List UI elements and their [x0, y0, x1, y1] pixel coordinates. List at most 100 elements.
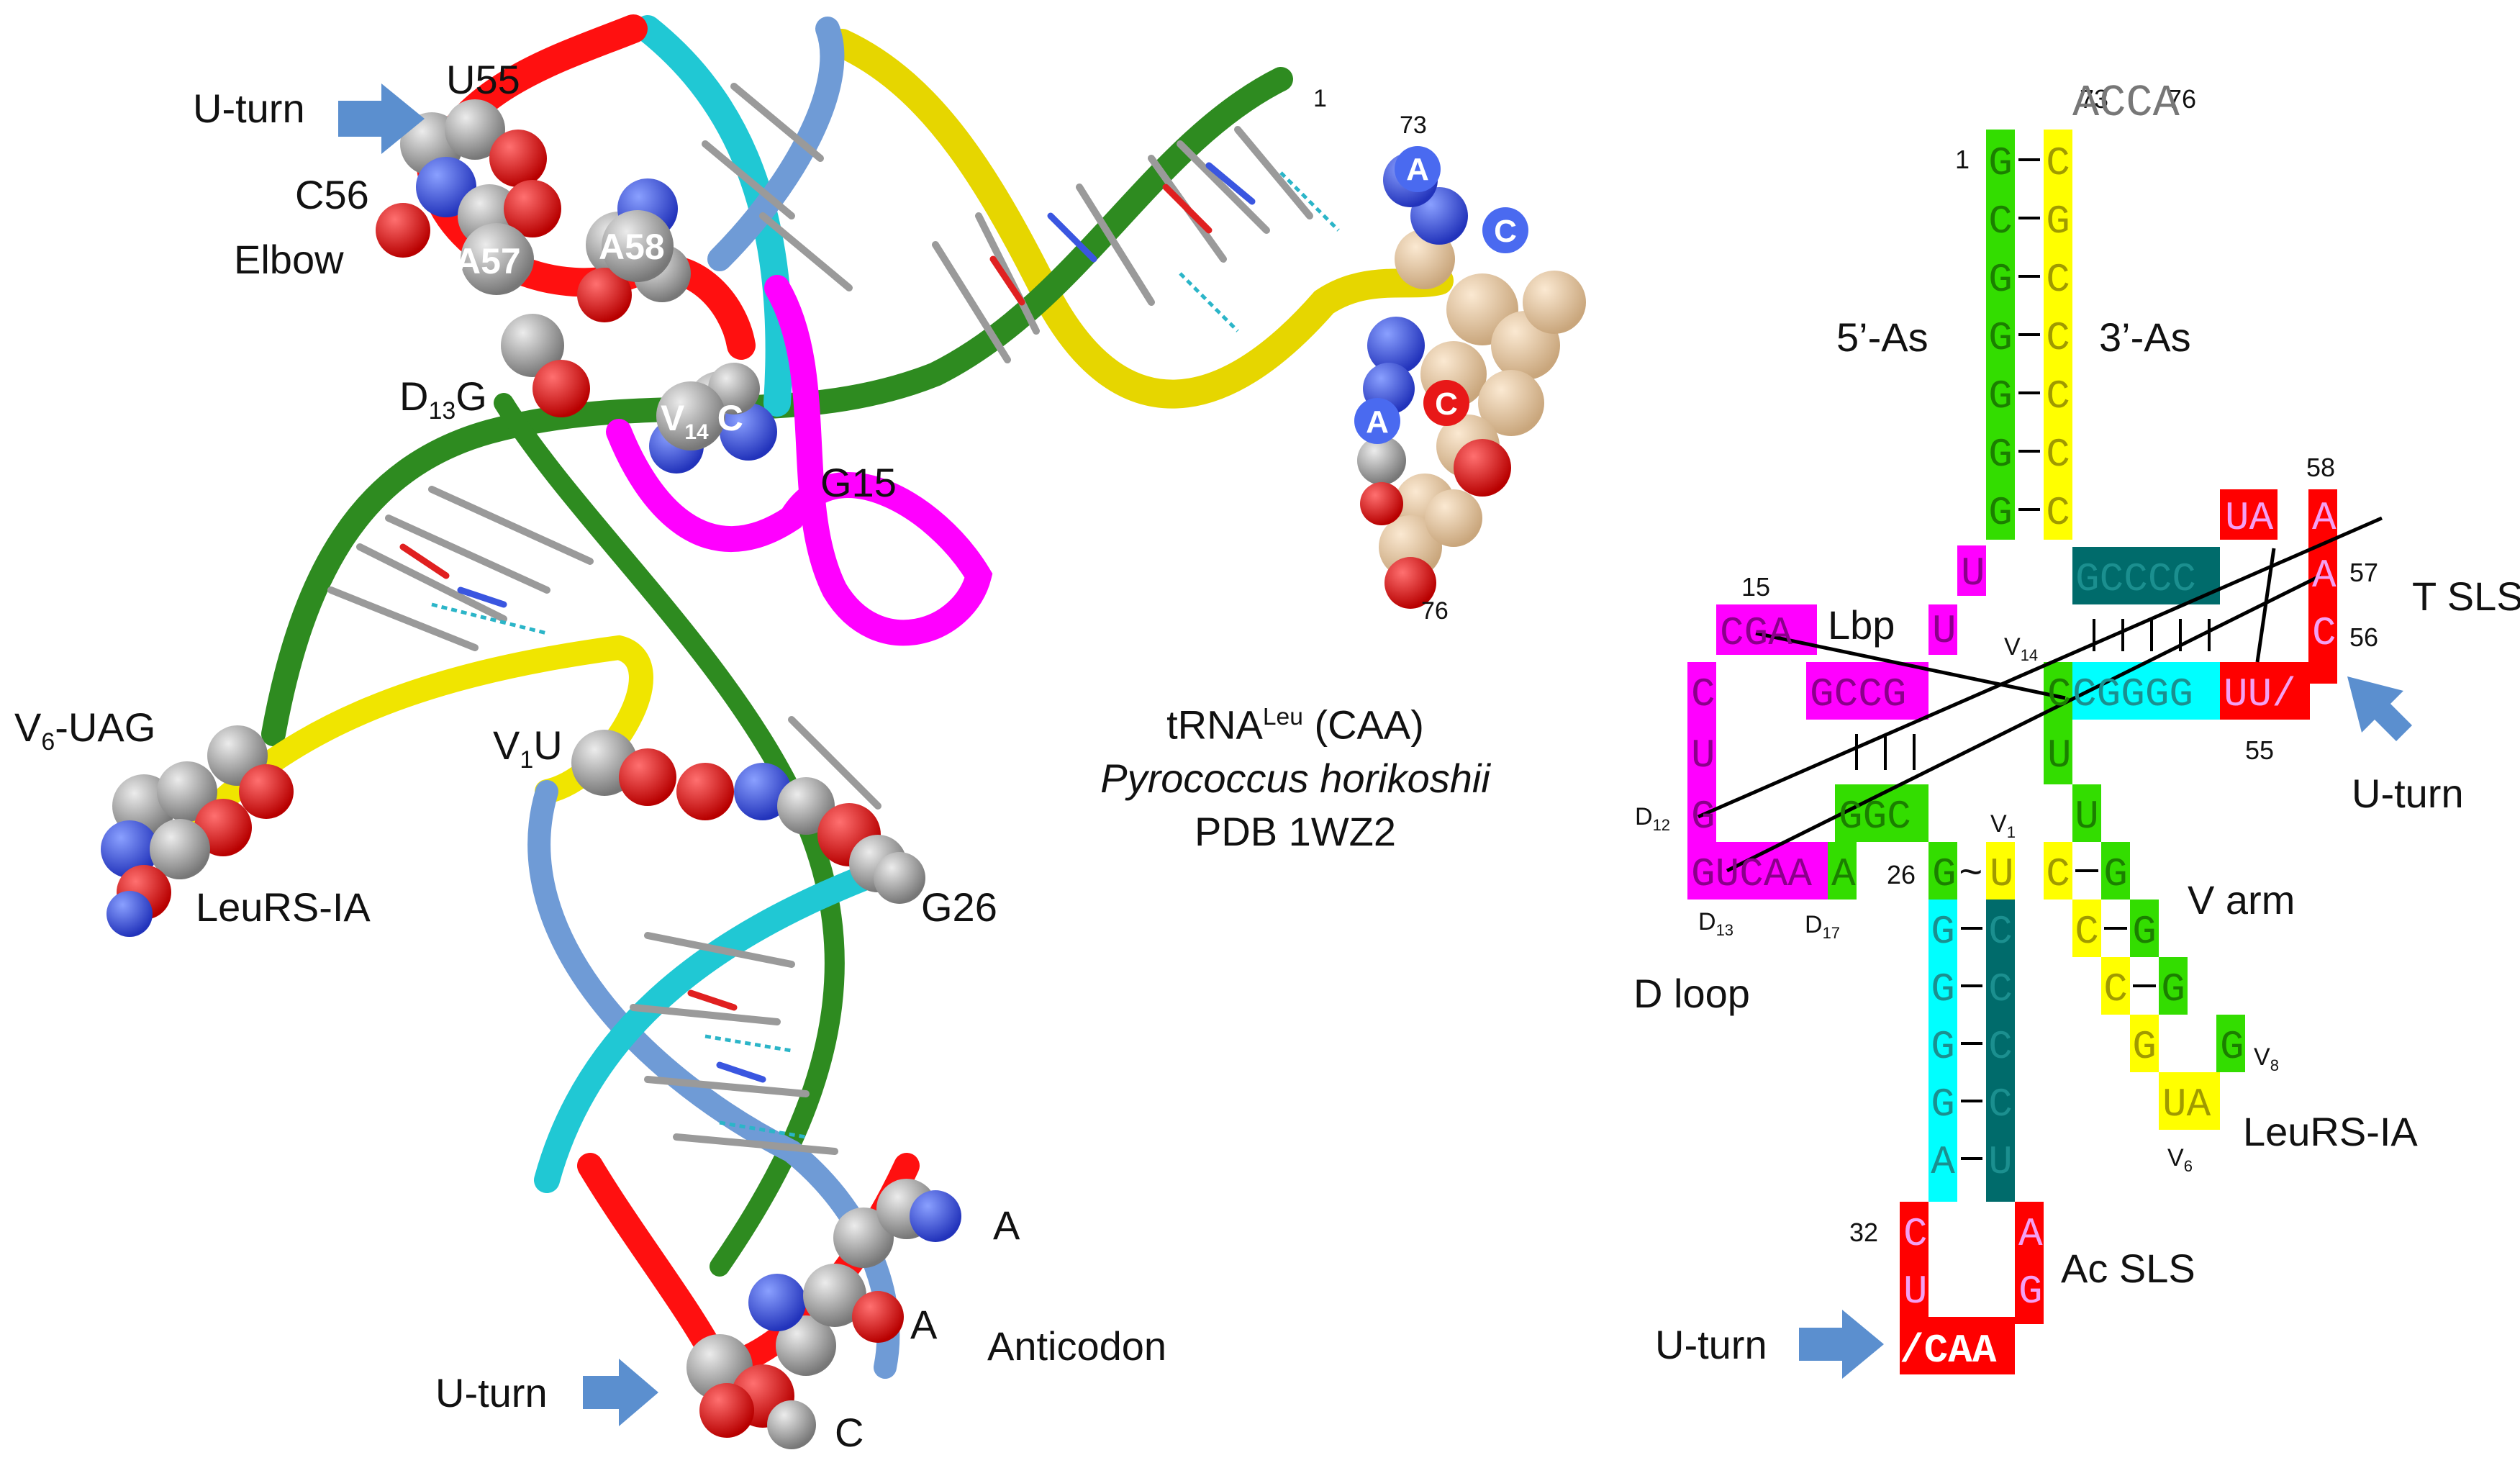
- label-uturn-anticodon: U-turn: [435, 1370, 548, 1415]
- uturn-arrow-top-icon: [338, 83, 425, 154]
- label-n1-3d: 1: [1313, 85, 1327, 112]
- label-acca-a76: A: [1366, 404, 1389, 440]
- label-leurs-ia-3d: LeuRS-IA: [196, 884, 371, 930]
- nt-ggc: GGC: [1839, 794, 1911, 840]
- hydrogen-bonds: [431, 171, 1340, 1139]
- spheres-v1: [571, 730, 925, 904]
- nt-a58: A: [2312, 495, 2337, 541]
- acceptor-3prime-block: [2044, 130, 2072, 540]
- base-sticks: [327, 83, 1313, 1155]
- nt-c14: C: [2047, 671, 2072, 717]
- t-loop-right: [2308, 489, 2337, 684]
- nt-ac-stem-3-3: C: [1988, 1082, 2013, 1128]
- spheres-acca: [1357, 153, 1586, 609]
- title-pdb: PDB 1WZ2: [1194, 808, 1397, 854]
- label-v1u: V1U: [493, 722, 563, 774]
- nt-uu: UU/: [2224, 671, 2296, 717]
- sec-t-sls: T SLS: [2412, 574, 2520, 619]
- t-stem-pair-ticks: [2093, 619, 2211, 651]
- sec-n15: 15: [1741, 572, 1770, 602]
- nt-acceptor-3-4: C: [2046, 373, 2070, 420]
- d-arm-cga: [1716, 604, 1817, 655]
- d-arm-gccg: [1806, 662, 1928, 720]
- v1-u-block: [1986, 842, 2015, 900]
- sec-n76: 76: [2167, 84, 2196, 114]
- sec-d-loop: D loop: [1633, 971, 1750, 1016]
- sec-v-arm: V arm: [2188, 877, 2295, 923]
- v-stem-pair-dashes: [2075, 869, 2156, 987]
- nt-ua-t: UA: [2225, 495, 2274, 541]
- spheres-anticodon: [686, 1179, 961, 1449]
- sec-v1: V1: [1990, 810, 2016, 841]
- tertiary-lines: [1697, 516, 2383, 873]
- nt-loop-c: C: [1903, 1211, 1928, 1257]
- sphere-a76: [1354, 398, 1400, 444]
- d-stem-pair-ticks: [1855, 734, 1916, 770]
- sec-as3: 3’-As: [2099, 314, 2191, 360]
- label-a58: A58: [599, 227, 665, 267]
- secondary-structure: [1687, 130, 2412, 1379]
- sec-n57: 57: [2349, 558, 2378, 587]
- sec-n32: 32: [1849, 1218, 1878, 1247]
- sec-v6: V6: [2167, 1144, 2193, 1175]
- nt-v-arm-5-3: C: [2103, 966, 2128, 1012]
- base-sticks-blue: [457, 162, 1256, 1083]
- d-loop-bottom: [1687, 842, 1831, 900]
- nt-ua-v6: UA: [2162, 1082, 2211, 1128]
- v-arm-c2: [2072, 900, 2101, 957]
- figure-title: tRNALeu (CAA) Pyrococcus horikoshii PDB …: [1065, 691, 1526, 858]
- nt-v-arm-5-0: U: [2075, 794, 2099, 840]
- sphere-a73: [1395, 146, 1441, 192]
- nt-acceptor-5-4: G: [1988, 373, 2013, 420]
- acceptor-pair-dashes: [2018, 158, 2040, 511]
- nt-acceptor-5-6: G: [1988, 490, 2013, 536]
- label-uturn-top: U-turn: [193, 86, 305, 131]
- label-anticodon-a1: A: [993, 1202, 1020, 1248]
- label-g26: G26: [921, 884, 997, 930]
- nt-g-v8: G: [2220, 1024, 2244, 1070]
- nt-u-v: U: [2047, 733, 2072, 779]
- nt-dloop-u: U: [1691, 733, 1715, 779]
- v-arm-c1: [2044, 842, 2072, 900]
- ribbon-blue-top: [707, 17, 845, 271]
- sphere-c74: [1482, 207, 1528, 253]
- title-trna: tRNALeu (CAA): [1166, 702, 1424, 748]
- nt-acceptor-5-1: C: [1988, 199, 2013, 245]
- nt-caa: /CAA: [1900, 1328, 1997, 1374]
- nt-ac-stem-5-3: G: [1931, 1082, 1955, 1128]
- nt-dloop-g: G: [1691, 794, 1715, 840]
- sec-ac-sls: Ac SLS: [2061, 1246, 2195, 1291]
- v-arm-g3: [2159, 957, 2188, 1015]
- spheres-v6: [101, 725, 294, 937]
- sphere-v14: [656, 381, 725, 450]
- d-connector-u2: [1928, 604, 1957, 655]
- nt-gcccc: GCCCC: [2075, 556, 2196, 602]
- base-sticks-red: [399, 184, 1213, 1011]
- uturn-arrow-right-icon: [2347, 676, 2412, 741]
- title-organism: Pyrococcus horikoshii: [1100, 755, 1490, 801]
- label-acca-c75: C: [1435, 386, 1458, 422]
- nt-loop-a: A: [2018, 1211, 2043, 1257]
- sec-d13: D13: [1698, 908, 1733, 939]
- label-u55: U55: [446, 57, 520, 102]
- nt-ac-stem-5-0: G: [1931, 909, 1955, 955]
- nt-v-arm-5-2: C: [2075, 909, 2099, 955]
- label-anticodon-c: C: [835, 1410, 864, 1455]
- sec-as5: 5’-As: [1836, 314, 1928, 360]
- ribbon-acceptor-3prime: [828, 29, 1454, 409]
- nt-ac-stem-3-4: U: [1988, 1139, 2013, 1185]
- sec-acca: ACCA: [2072, 78, 2180, 129]
- nt-v-arm-5-1: C: [2046, 851, 2070, 897]
- nt-cgggg: CGGGG: [2072, 671, 2193, 717]
- sec-n1: 1: [1955, 145, 1970, 174]
- sphere-c75: [1423, 380, 1469, 426]
- v-arm-g1: [2101, 842, 2130, 900]
- uturn-arrow-bottom-icon: [1799, 1310, 1884, 1379]
- nt-a-d17: A: [1831, 851, 1856, 897]
- nt-acceptor-3-1: G: [2046, 199, 2070, 245]
- ac-stem-5prime: [1928, 900, 1957, 1202]
- nt-acceptor-5-3: G: [1988, 315, 2013, 361]
- v-arm-g5: [2216, 1015, 2245, 1072]
